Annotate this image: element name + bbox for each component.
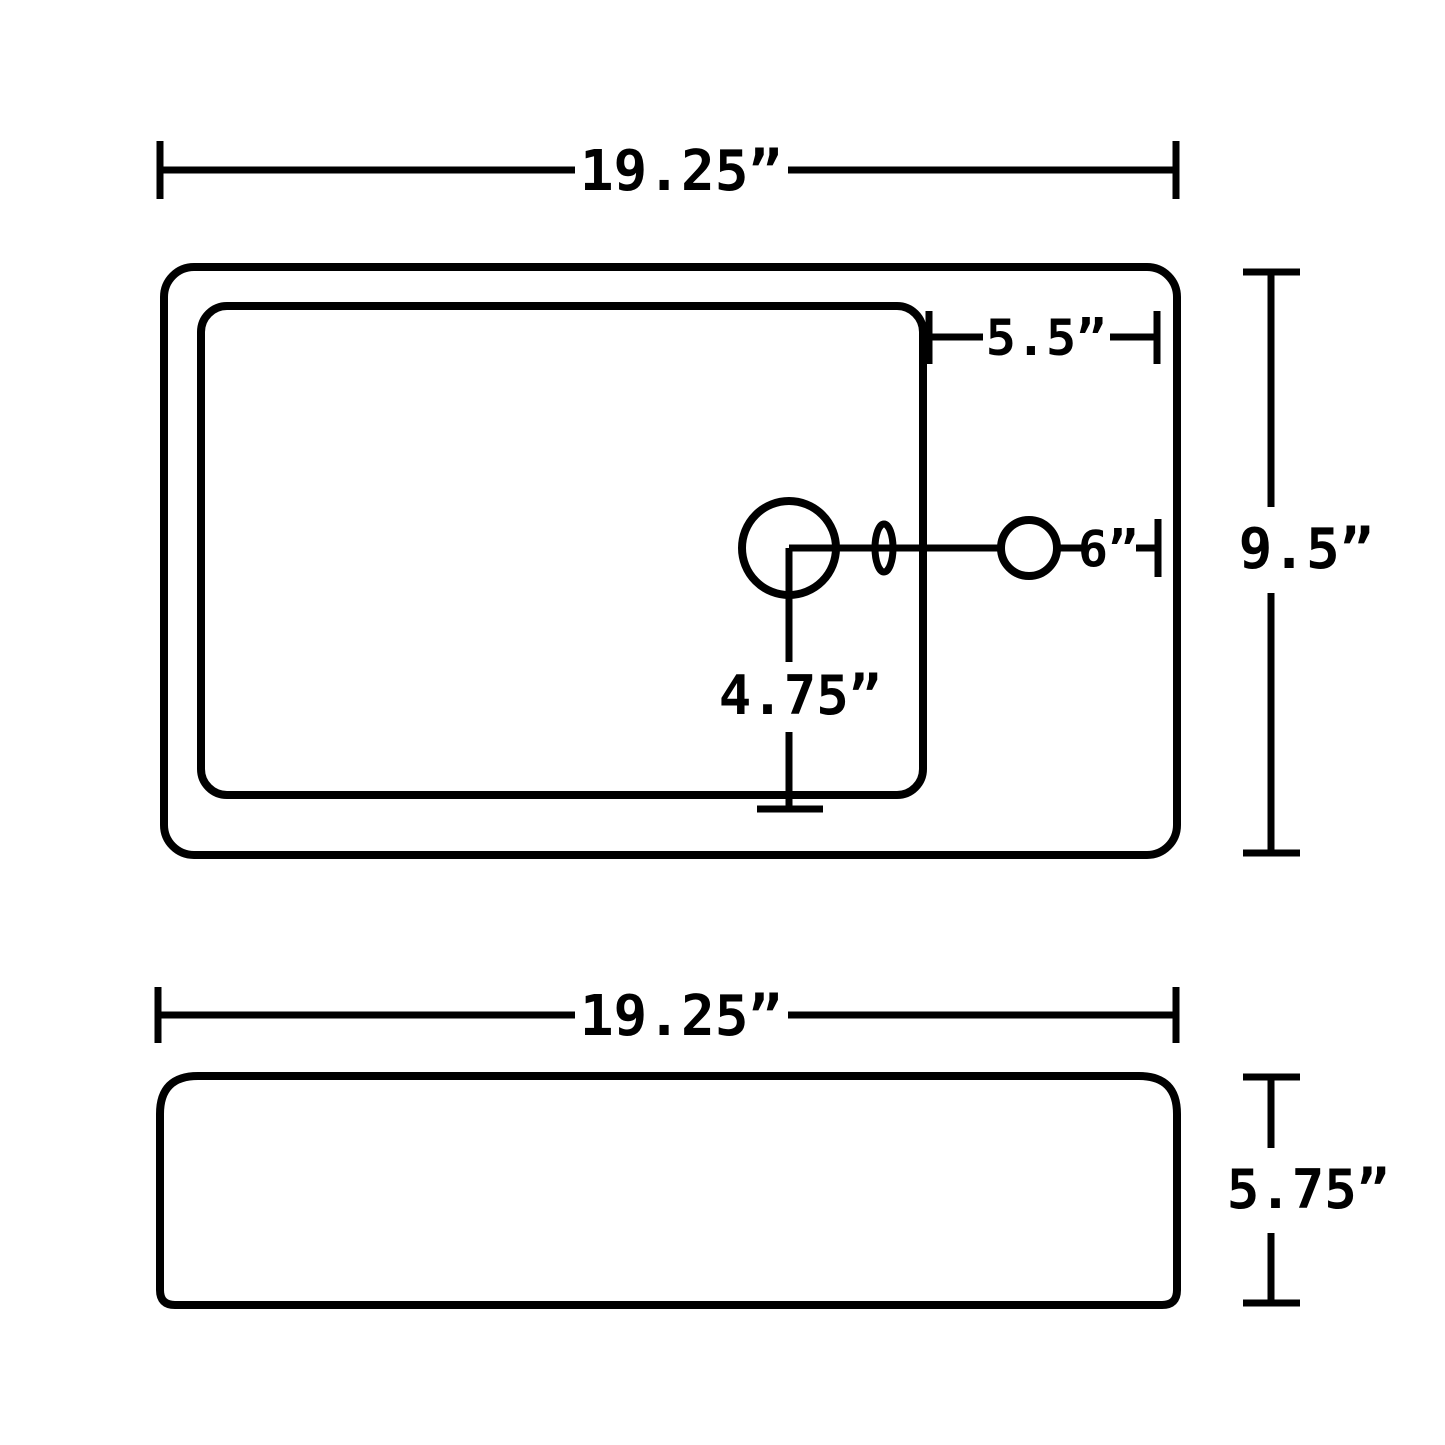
sink-outer-outline bbox=[160, 263, 1181, 859]
ledge-width-label: 5.5” bbox=[986, 309, 1106, 367]
overflow-hole-ellipse bbox=[871, 520, 897, 576]
ledge-width-dimension: 5.5” bbox=[925, 309, 1161, 367]
faucet-hole-circle bbox=[997, 516, 1061, 580]
depth-dimension: 9.5” bbox=[1239, 268, 1374, 857]
top-view-width-label: 19.25” bbox=[580, 139, 782, 204]
height-dimension: 5.75” bbox=[1227, 1073, 1390, 1307]
sink-side-profile bbox=[156, 1072, 1181, 1309]
top-view-width-dimension: 19.25” bbox=[156, 139, 1180, 204]
side-view-width-dimension: 19.25” bbox=[154, 984, 1180, 1049]
hole-spacing-label: 6” bbox=[1078, 520, 1138, 578]
drain-offset-dimension: 4.75” bbox=[719, 548, 882, 813]
depth-label: 9.5” bbox=[1239, 517, 1374, 582]
drain-offset-label: 4.75” bbox=[719, 664, 882, 727]
height-label: 5.75” bbox=[1227, 1158, 1390, 1221]
faucet-hole-group: 6” bbox=[738, 497, 1162, 599]
side-view-width-label: 19.25” bbox=[580, 984, 782, 1049]
